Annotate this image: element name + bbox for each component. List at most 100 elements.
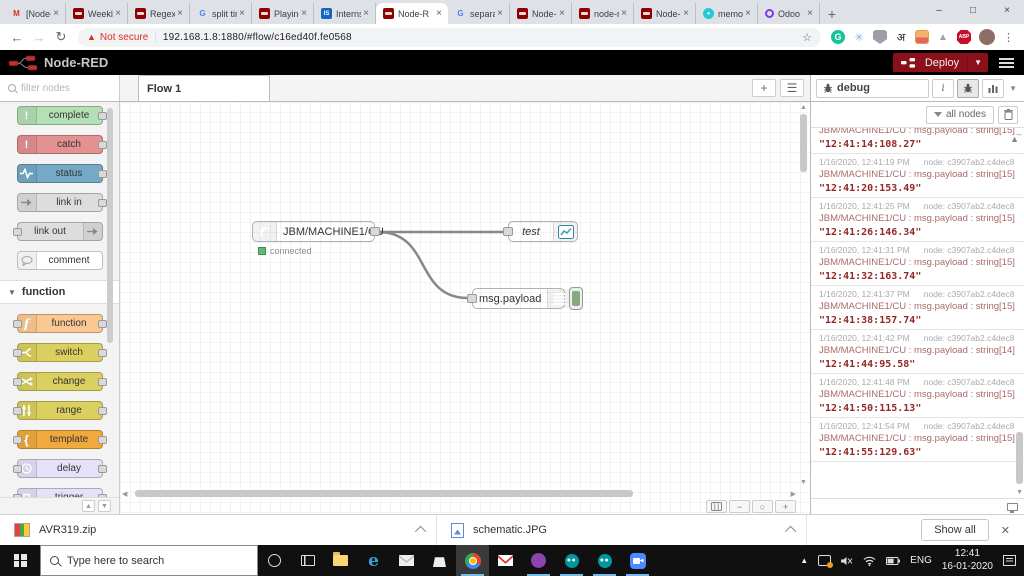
tab-close-icon[interactable]: × xyxy=(363,8,369,19)
palette-scrollbar[interactable] xyxy=(107,108,113,343)
tab-close-icon[interactable]: × xyxy=(115,8,121,19)
zoom-reset-button[interactable]: ○ xyxy=(752,500,773,513)
taskbar-app-chrome[interactable] xyxy=(456,545,489,576)
sidebar-options-caret[interactable]: ▼ xyxy=(1009,83,1017,93)
palette-expand-all-button[interactable]: ▼ xyxy=(98,500,111,512)
palette-node-status[interactable]: status xyxy=(16,164,107,183)
browser-tab[interactable]: Weekly × xyxy=(66,3,128,24)
palette-node-delay[interactable]: delay xyxy=(12,459,107,478)
tray-overflow-icon[interactable]: ▲ xyxy=(800,556,809,565)
flow-node-debug[interactable]: msg.payload xyxy=(467,288,572,309)
message-source[interactable]: JBM/MACHINE1/CU : msg.payload : string[1… xyxy=(819,301,1015,312)
address-bar[interactable]: ▲ Not secure | 192.168.1.8:1880/#flow/c1… xyxy=(78,27,821,47)
palette-node-link-out[interactable]: link out xyxy=(12,222,103,241)
canvas-horizontal-scrollbar[interactable]: ◀ ▶ xyxy=(122,489,796,498)
browser-tab[interactable]: node-r × xyxy=(572,3,634,24)
message-payload[interactable]: "12:41:55:129.63" xyxy=(819,447,922,458)
taskbar-app-mail[interactable] xyxy=(390,545,423,576)
language-indicator[interactable]: ENG xyxy=(910,555,932,566)
tab-close-icon[interactable]: × xyxy=(683,8,689,19)
message-payload[interactable]: "12:41:14:108.27" xyxy=(819,139,922,150)
message-payload[interactable]: "12:41:44:95.58" xyxy=(819,359,916,370)
scroll-up-icon[interactable]: ▲ xyxy=(800,104,807,111)
debug-filter-button[interactable]: all nodes xyxy=(925,105,994,124)
palette-node-catch[interactable]: !catch xyxy=(16,135,107,154)
flow-tab[interactable]: Flow 1 xyxy=(138,75,270,101)
open-debug-window-icon[interactable] xyxy=(1007,502,1018,513)
palette-node-trigger[interactable]: trigger xyxy=(12,488,107,497)
tab-close-icon[interactable]: × xyxy=(621,8,627,19)
browser-tab[interactable]: G separa × xyxy=(448,3,510,24)
flow-list-button[interactable]: ☰ xyxy=(780,79,804,97)
adblock-plus-icon[interactable]: ABP xyxy=(957,30,971,44)
profile-avatar[interactable] xyxy=(979,29,995,45)
drive-icon[interactable]: ▲ xyxy=(938,31,948,43)
message-source[interactable]: JBM/MACHINE1/CU : msg.payload : string[1… xyxy=(819,345,1015,356)
taskbar-app-teal[interactable]: ●● xyxy=(555,545,588,576)
message-source[interactable]: JBM/MACHINE1/CU : msg.payload : string[1… xyxy=(819,169,1015,180)
scroll-down-icon[interactable]: ▼ xyxy=(800,479,807,486)
add-flow-button[interactable]: + xyxy=(752,79,776,97)
taskbar-app-store[interactable] xyxy=(423,545,456,576)
shield-icon[interactable] xyxy=(873,30,887,44)
translate-hindi-icon[interactable]: अ xyxy=(896,31,906,44)
message-payload[interactable]: "12:41:26:146.34" xyxy=(819,227,922,238)
message-source[interactable]: JBM/MACHINE1/CU : msg.payload : string[1… xyxy=(819,127,1015,136)
taskbar-app-teal[interactable]: ●● xyxy=(588,545,621,576)
palette-category-function[interactable]: ▼function xyxy=(0,280,119,304)
show-all-downloads-button[interactable]: Show all xyxy=(921,519,989,541)
back-button[interactable]: ← xyxy=(10,29,24,45)
tab-close-icon[interactable]: × xyxy=(177,8,183,19)
browser-tab[interactable]: M [Node- × xyxy=(4,3,66,24)
deploy-button[interactable]: Deploy ▼ xyxy=(892,53,988,72)
taskbar-app-taskview[interactable] xyxy=(291,545,324,576)
browser-tab[interactable]: Node- × xyxy=(634,3,696,24)
message-payload[interactable]: "12:41:32:163.74" xyxy=(819,271,922,282)
scroll-left-icon[interactable]: ◀ xyxy=(122,491,128,498)
message-source[interactable]: JBM/MACHINE1/CU : msg.payload : string[1… xyxy=(819,257,1015,268)
tab-close-icon[interactable]: × xyxy=(239,8,245,19)
not-secure-label[interactable]: Not secure xyxy=(99,31,149,43)
close-button[interactable]: × xyxy=(1004,4,1010,16)
palette-node-complete[interactable]: !complete xyxy=(16,106,107,125)
taskbar-app-zoom[interactable] xyxy=(621,545,654,576)
debug-enable-toggle[interactable] xyxy=(569,287,583,310)
message-source[interactable]: JBM/MACHINE1/CU : msg.payload : string[1… xyxy=(819,433,1015,444)
deploy-options-caret[interactable]: ▼ xyxy=(967,53,988,72)
battery-icon[interactable] xyxy=(886,556,901,565)
message-payload[interactable]: "12:41:38:157.74" xyxy=(819,315,922,326)
start-button[interactable] xyxy=(0,545,40,576)
bookmark-star-icon[interactable]: ☆ xyxy=(802,31,812,44)
message-source[interactable]: JBM/MACHINE1/CU : msg.payload : string[1… xyxy=(819,389,1015,400)
browser-tab[interactable]: Node- × xyxy=(510,3,572,24)
canvas-vertical-scrollbar[interactable]: ▲ ▼ xyxy=(799,104,808,486)
dashboard-tab-button[interactable] xyxy=(982,78,1005,98)
tab-close-icon[interactable]: × xyxy=(807,8,813,19)
input-port[interactable] xyxy=(467,294,477,303)
taskbar-search[interactable]: Type here to search xyxy=(40,545,258,576)
debug-tab-button[interactable] xyxy=(957,78,980,98)
browser-tab[interactable]: Odoo × xyxy=(758,3,820,24)
input-port[interactable] xyxy=(503,227,513,236)
notification-badge-icon[interactable] xyxy=(818,555,834,568)
browser-tab[interactable]: Playing × xyxy=(252,3,314,24)
maximize-button[interactable]: □ xyxy=(969,4,977,16)
flow-node-mqtt-in[interactable]: JBM/MACHINE1/CU xyxy=(252,221,384,242)
taskbar-app-gmail[interactable] xyxy=(489,545,522,576)
flow-canvas[interactable]: JBM/MACHINE1/CU connected test msg.paylo… xyxy=(120,102,810,514)
taskbar-app-folder[interactable] xyxy=(324,545,357,576)
snowflake-icon[interactable]: ✳ xyxy=(854,31,864,44)
download-options-chevron-icon[interactable] xyxy=(784,525,797,538)
url-text[interactable]: 192.168.1.8:1880/#flow/c16ed40f.fe0568 xyxy=(162,31,352,43)
palette-node-link-in[interactable]: link in xyxy=(16,193,107,212)
